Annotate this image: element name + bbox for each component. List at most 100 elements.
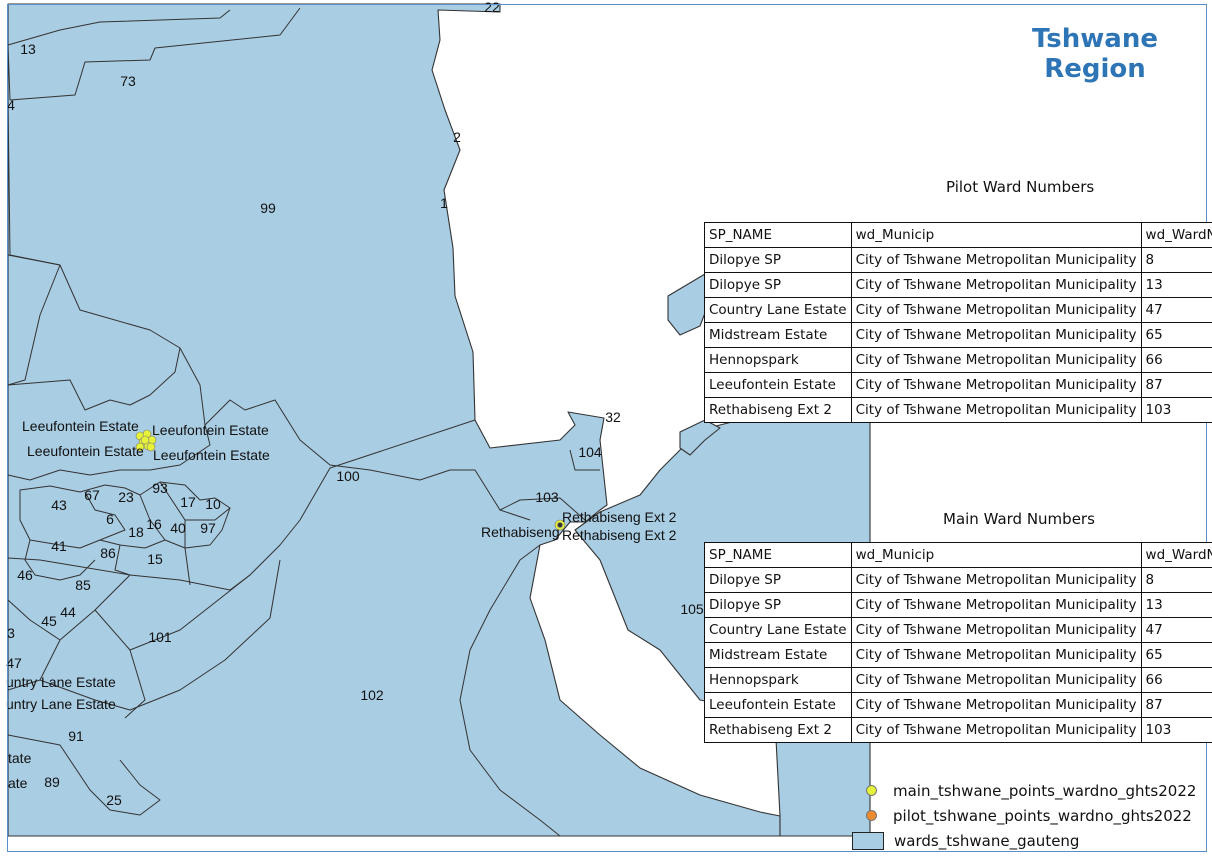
ward-label: 16: [146, 516, 162, 532]
ward-label: 73: [120, 73, 136, 89]
legend-item-main-points: main_tshwane_points_wardno_ghts2022: [852, 778, 1196, 803]
ward-label: 32: [605, 409, 621, 425]
ward-label: 104: [578, 444, 602, 460]
ward-label: 97: [200, 520, 216, 536]
map-legend: main_tshwane_points_wardno_ghts2022 pilo…: [852, 778, 1196, 853]
ward-label: 40: [170, 520, 186, 536]
ward-label: 103: [535, 489, 559, 505]
cell-municip: City of Tshwane Metropolitan Municipalit…: [850, 667, 1142, 693]
place-label: Leeufontein Estate: [27, 443, 144, 459]
cell-ward-no: 103: [1140, 397, 1212, 423]
cell-ward-no: 13: [1140, 592, 1212, 618]
header-cell: SP_NAME: [704, 222, 852, 248]
ward-label: 25: [106, 792, 122, 808]
place-label: Leeufontein Estate: [22, 418, 139, 434]
ward-label: 93: [152, 480, 168, 496]
cell-sp-name: Hennopspark: [704, 347, 852, 373]
legend-label: pilot_tshwane_points_wardno_ghts2022: [893, 806, 1192, 825]
table-header-row: SP_NAME wd_Municip wd_WardNo: [704, 222, 1212, 248]
ward-label: 67: [84, 487, 100, 503]
ward-label: 18: [128, 524, 144, 540]
cell-ward-no: 87: [1140, 692, 1212, 718]
ward-label: 3: [7, 625, 15, 641]
place-label: Rethabiseng Ext 2: [562, 527, 677, 543]
ward-label: 23: [118, 489, 134, 505]
place-label: untry Lane Estate: [6, 696, 116, 712]
header-cell: wd_Municip: [850, 222, 1142, 248]
table-header-row: SP_NAME wd_Municip wd_WardNo: [704, 542, 1212, 568]
cell-municip: City of Tshwane Metropolitan Municipalit…: [850, 617, 1142, 643]
map-title: Tshwane Region: [1032, 24, 1158, 84]
ward-label: 101: [148, 629, 172, 645]
ward-label: 10: [205, 496, 221, 512]
cell-sp-name: Rethabiseng Ext 2: [704, 717, 852, 743]
ward-polygon-swatch-icon: [852, 831, 884, 850]
cell-municip: City of Tshwane Metropolitan Municipalit…: [850, 692, 1142, 718]
place-label: Rethabiseng Ext 2: [562, 509, 677, 525]
ward-label: 45: [41, 613, 57, 629]
header-cell: wd_WardNo: [1140, 542, 1212, 568]
cell-sp-name: Dilopye SP: [704, 567, 852, 593]
place-label: tate: [8, 750, 32, 766]
cell-sp-name: Country Lane Estate: [704, 617, 852, 643]
cell-sp-name: Leeufontein Estate: [704, 372, 852, 398]
cell-municip: City of Tshwane Metropolitan Municipalit…: [850, 322, 1142, 348]
cell-sp-name: Rethabiseng Ext 2: [704, 397, 852, 423]
cell-ward-no: 103: [1140, 717, 1212, 743]
cell-ward-no: 13: [1140, 272, 1212, 298]
legend-label: main_tshwane_points_wardno_ghts2022: [893, 781, 1197, 800]
cell-sp-name: Dilopye SP: [704, 247, 852, 273]
main-ward-table: SP_NAME wd_Municip wd_WardNo Dilopye SPC…: [704, 542, 1212, 743]
ward-label: 89: [44, 774, 60, 790]
cell-sp-name: Dilopye SP: [704, 592, 852, 618]
cell-ward-no: 87: [1140, 372, 1212, 398]
legend-label: wards_tshwane_gauteng: [894, 831, 1080, 850]
header-cell: SP_NAME: [704, 542, 852, 568]
ward-label: 15: [147, 551, 163, 567]
cell-ward-no: 65: [1140, 322, 1212, 348]
ward-label: 91: [68, 728, 84, 744]
ward-label: 13: [20, 41, 36, 57]
cell-ward-no: 47: [1140, 617, 1212, 643]
cell-sp-name: Midstream Estate: [704, 642, 852, 668]
ward-label: 1: [440, 195, 448, 211]
cell-sp-name: Leeufontein Estate: [704, 692, 852, 718]
cell-sp-name: Country Lane Estate: [704, 297, 852, 323]
cell-ward-no: 8: [1140, 567, 1212, 593]
legend-item-wards: wards_tshwane_gauteng: [852, 828, 1196, 853]
place-label: ate: [8, 775, 28, 791]
ward-label: 41: [51, 538, 67, 554]
cell-sp-name: Midstream Estate: [704, 322, 852, 348]
pilot-table-title: Pilot Ward Numbers: [946, 178, 1095, 196]
cell-ward-no: 66: [1140, 667, 1212, 693]
ward-label: 105: [680, 601, 704, 617]
cell-municip: City of Tshwane Metropolitan Municipalit…: [850, 397, 1142, 423]
ward-label: 17: [180, 494, 196, 510]
cell-ward-no: 8: [1140, 247, 1212, 273]
cell-municip: City of Tshwane Metropolitan Municipalit…: [850, 297, 1142, 323]
ward-label: 85: [75, 577, 91, 593]
cell-municip: City of Tshwane Metropolitan Municipalit…: [850, 272, 1142, 298]
place-label: untry Lane Estate: [6, 674, 116, 690]
place-label: Leeufontein Estate: [153, 447, 270, 463]
ward-label: 43: [51, 497, 67, 513]
ward-label: 102: [360, 687, 384, 703]
cell-ward-no: 47: [1140, 297, 1212, 323]
cell-municip: City of Tshwane Metropolitan Municipalit…: [850, 347, 1142, 373]
cell-municip: City of Tshwane Metropolitan Municipalit…: [850, 592, 1142, 618]
ward-label: 6: [106, 511, 114, 527]
ward-label: 44: [60, 604, 76, 620]
ward-region-west: [7, 3, 781, 837]
cell-ward-no: 65: [1140, 642, 1212, 668]
ward-label: 100: [336, 468, 360, 484]
ward-label: 86: [100, 545, 116, 561]
